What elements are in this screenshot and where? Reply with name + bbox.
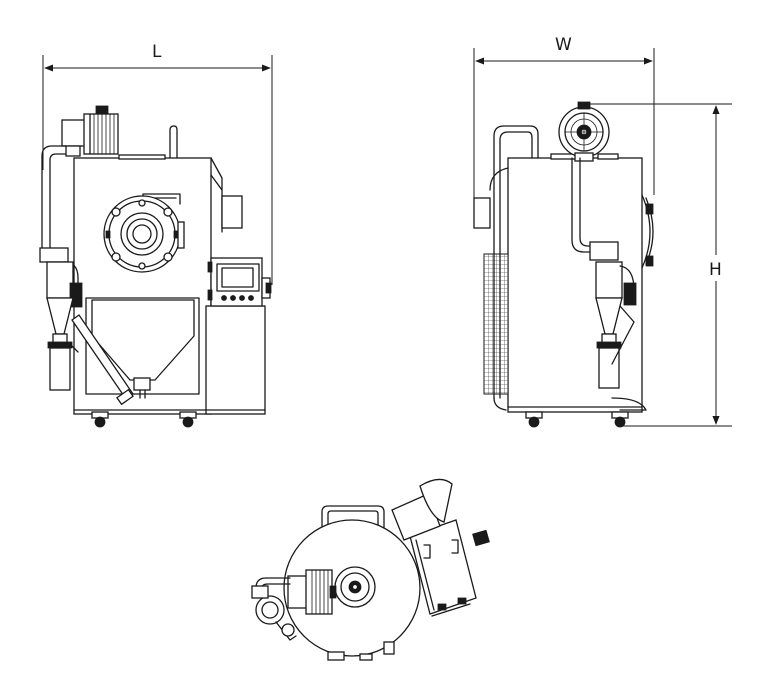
front-view: L: [39, 42, 273, 428]
front-cyclone: [39, 145, 83, 391]
top-view: [251, 478, 490, 661]
top-center-port: [334, 566, 376, 608]
front-casters: [91, 411, 197, 428]
dimension-width: W: [473, 35, 655, 205]
side-view: W H: [473, 35, 732, 428]
side-cabinet: [473, 125, 647, 413]
top-side-housing: [409, 519, 490, 617]
dimension-height: H: [584, 103, 732, 427]
front-blower-motor: [61, 105, 119, 157]
front-hopper: [71, 297, 200, 406]
top-bottom-features: [327, 641, 395, 661]
dimension-label-length: L: [152, 42, 162, 62]
side-cyclone: [571, 157, 637, 389]
side-door: [641, 194, 654, 269]
dimension-label-width: W: [555, 35, 572, 55]
side-blower: [558, 101, 610, 162]
dimension-label-height: H: [709, 260, 722, 280]
top-cyclone: [251, 577, 297, 641]
side-casters: [525, 411, 629, 428]
top-duct: [391, 478, 453, 541]
front-drum-port: [103, 193, 185, 273]
top-motor: [287, 569, 337, 615]
front-control-panel: [207, 257, 272, 307]
